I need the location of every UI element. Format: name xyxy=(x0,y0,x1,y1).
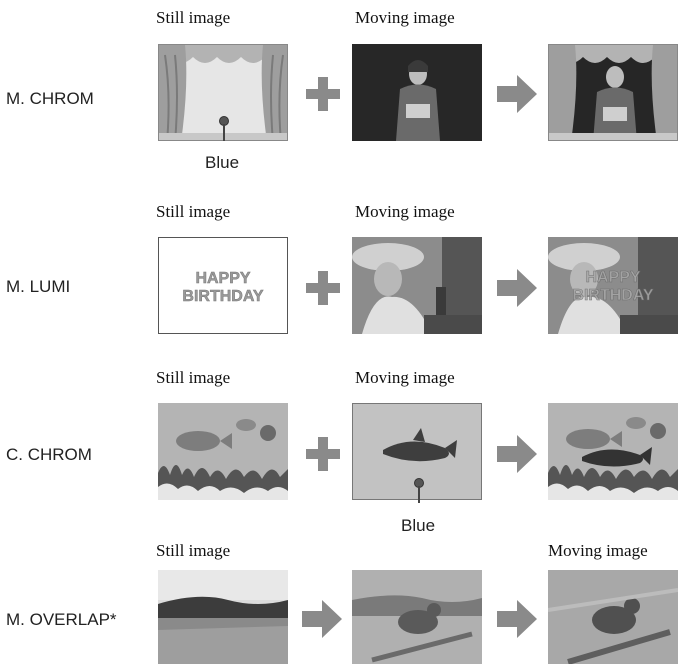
row2-mode-label: M. LUMI xyxy=(6,277,71,296)
row3-still-image xyxy=(158,403,288,500)
row3-mode-label: C. CHROM xyxy=(6,445,92,464)
row1-result-image xyxy=(548,44,678,141)
row4-moving-header: Moving image xyxy=(548,541,648,560)
row3-blue-label: Blue xyxy=(401,516,436,535)
row3-still-header: Still image xyxy=(156,368,231,387)
row2-still-image: HAPPY BIRTHDAY xyxy=(158,237,288,334)
birthday-text: BIRTHDAY xyxy=(182,288,264,306)
row2-moving-header: Moving image xyxy=(355,202,455,221)
row1-moving-image xyxy=(352,44,482,141)
row4-still-image xyxy=(158,570,288,664)
happy-text: HAPPY xyxy=(195,270,251,288)
row4-mode-label: M. OVERLAP* xyxy=(6,610,117,629)
row1-callout-line xyxy=(223,124,225,141)
plus-icon xyxy=(306,77,340,111)
overlay-happy-text: HAPPY xyxy=(585,269,641,287)
row3-callout-line xyxy=(418,486,420,503)
row3-moving-image xyxy=(352,403,482,500)
arrow-right-icon xyxy=(497,269,537,307)
arrow-right-icon xyxy=(497,435,537,473)
row4-still-header: Still image xyxy=(156,541,231,560)
row1-moving-header: Moving image xyxy=(355,8,455,27)
arrow-right-icon xyxy=(302,600,342,638)
row2-still-header: Still image xyxy=(156,202,231,221)
row3-moving-header: Moving image xyxy=(355,368,455,387)
overlay-birthday-text: BIRTHDAY xyxy=(572,287,654,305)
row1-still-header: Still image xyxy=(156,8,231,27)
row4-result-image xyxy=(548,570,678,664)
row1-mode-label: M. CHROM xyxy=(6,89,94,108)
arrow-right-icon xyxy=(497,75,537,113)
row1-blue-label: Blue xyxy=(205,153,240,172)
row2-moving-image xyxy=(352,237,482,334)
plus-icon xyxy=(306,271,340,305)
row3-result-image xyxy=(548,403,678,500)
row2-result-image: HAPPY BIRTHDAY xyxy=(548,237,678,334)
row4-middle-image xyxy=(352,570,482,664)
arrow-right-icon xyxy=(497,600,537,638)
plus-icon xyxy=(306,437,340,471)
